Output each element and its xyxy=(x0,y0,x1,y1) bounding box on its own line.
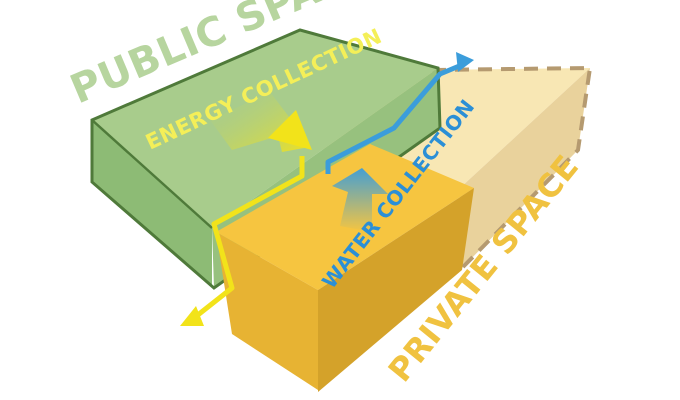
energy-flow-line xyxy=(180,156,305,326)
public-block-outline xyxy=(90,28,442,290)
ghost-block-right-face xyxy=(460,68,590,268)
ghost-block-outline xyxy=(431,65,593,270)
water-flow-arrowhead xyxy=(456,52,474,72)
public-block-edge xyxy=(91,119,213,229)
private-block-front-face xyxy=(318,188,474,392)
energy-flow-arrowhead xyxy=(180,306,204,326)
private-block-left-face xyxy=(216,232,318,390)
water-collection-arrow xyxy=(332,168,388,232)
energy-collection-arrow xyxy=(210,92,312,152)
water-flow-line xyxy=(325,52,474,174)
public-block-front-face xyxy=(92,120,212,288)
